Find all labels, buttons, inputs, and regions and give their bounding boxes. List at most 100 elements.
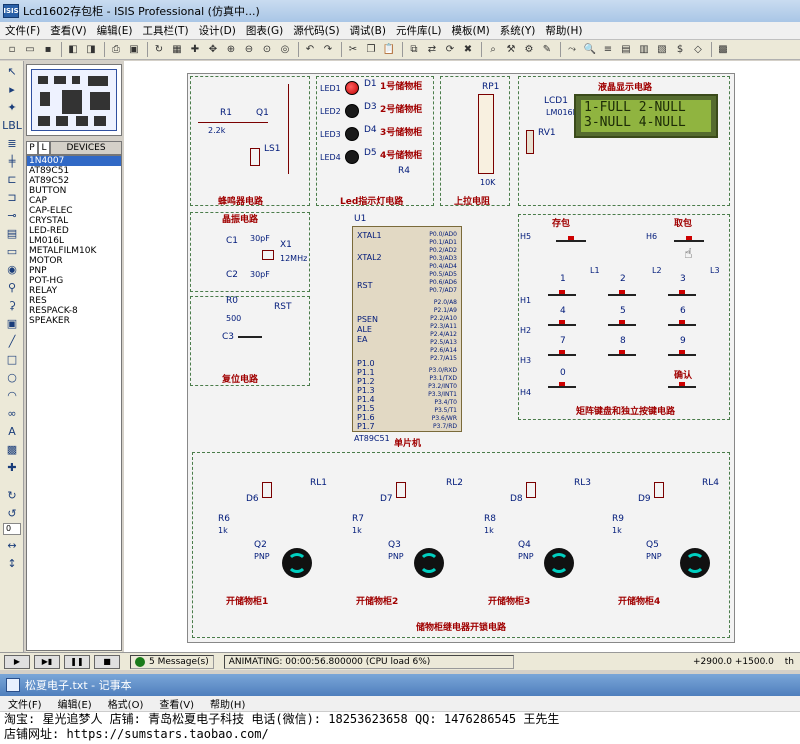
undo-icon[interactable]: ↶ xyxy=(305,44,315,55)
take-button[interactable] xyxy=(674,236,704,250)
menu-edit[interactable]: 编辑(E) xyxy=(96,25,133,37)
device-item[interactable]: PNP xyxy=(29,266,47,276)
keypad-button[interactable] xyxy=(668,350,696,364)
component-mode-icon[interactable]: ▸ xyxy=(9,82,15,96)
marker-icon[interactable]: ✚ xyxy=(7,460,17,474)
menu-graph[interactable]: 图表(G) xyxy=(245,25,284,37)
device-item[interactable]: CAP-ELEC xyxy=(29,206,73,216)
mirror-horizontal-icon[interactable]: ↔ xyxy=(7,538,17,552)
menu-design[interactable]: 设计(D) xyxy=(198,25,236,37)
device-item[interactable]: RELAY xyxy=(29,286,58,296)
device-item[interactable]: SPEAKER xyxy=(29,316,70,326)
messages-indicator[interactable]: 5 Message(s) xyxy=(130,654,214,669)
library-manager-button[interactable]: L xyxy=(38,141,50,155)
zoom-in-icon[interactable]: ⊕ xyxy=(226,44,236,55)
ares-icon[interactable]: ▩ xyxy=(718,44,728,55)
search-tag-icon[interactable]: 🔍 xyxy=(583,44,597,55)
graph-icon[interactable]: ▤ xyxy=(6,226,18,240)
menu-file[interactable]: 文件(F) xyxy=(5,25,41,37)
bill-of-materials-icon[interactable]: $ xyxy=(676,44,684,55)
redo-icon[interactable]: ↷ xyxy=(323,44,333,55)
box-icon[interactable]: □ xyxy=(6,352,18,366)
package-tool-icon[interactable]: ⚙ xyxy=(524,44,534,55)
grid-icon[interactable]: ▦ xyxy=(172,44,182,55)
menu-help[interactable]: 帮助(H) xyxy=(545,25,583,37)
keypad-button[interactable] xyxy=(668,290,696,304)
overview-viewport[interactable] xyxy=(31,69,117,131)
symbol-icon[interactable]: ▩ xyxy=(6,442,18,456)
remove-sheet-icon[interactable]: ▥ xyxy=(639,44,649,55)
notepad-menu-file[interactable]: 文件(F) xyxy=(8,700,42,711)
device-item[interactable]: MOTOR xyxy=(29,256,63,266)
netlist-icon[interactable]: ◇ xyxy=(694,44,702,55)
keypad-button[interactable] xyxy=(668,320,696,334)
print-area-icon[interactable]: ▣ xyxy=(129,44,139,55)
menu-debug[interactable]: 调试(B) xyxy=(349,25,386,37)
notepad-menu-edit[interactable]: 编辑(E) xyxy=(57,700,92,711)
import-icon[interactable]: ◧ xyxy=(68,44,78,55)
print-icon[interactable]: ⎙ xyxy=(112,44,120,55)
device-item[interactable]: RES xyxy=(29,296,47,306)
device-item[interactable]: LED-RED xyxy=(29,226,69,236)
keypad-button[interactable] xyxy=(548,382,576,396)
device-pin-icon[interactable]: ⊸ xyxy=(7,208,17,222)
block-move-icon[interactable]: ⇄ xyxy=(427,44,437,55)
rotation-value[interactable]: 0 xyxy=(3,523,21,535)
device-item[interactable]: AT89C52 xyxy=(29,176,70,186)
overview-window[interactable] xyxy=(26,64,122,136)
device-item[interactable]: BUTTON xyxy=(29,186,67,196)
rotate-ccw-icon[interactable]: ↺ xyxy=(7,506,17,520)
menu-source[interactable]: 源代码(S) xyxy=(293,25,340,37)
keypad-button[interactable] xyxy=(608,290,636,304)
terminal-icon[interactable]: ⊐ xyxy=(7,190,17,204)
path-icon[interactable]: ∞ xyxy=(7,406,17,420)
menu-toolbar[interactable]: 工具栏(T) xyxy=(142,25,189,37)
play-button[interactable]: ▶ xyxy=(4,654,30,669)
zoom-all-icon[interactable]: ⊙ xyxy=(262,44,272,55)
reset-button[interactable] xyxy=(238,336,262,346)
circle-icon[interactable]: ○ xyxy=(7,370,17,384)
voltage-probe-icon[interactable]: ⚲ xyxy=(7,280,17,294)
block-copy-icon[interactable]: ⧉ xyxy=(410,44,418,55)
decompose-icon[interactable]: ✎ xyxy=(542,44,552,55)
text-icon[interactable]: A xyxy=(8,424,16,438)
block-delete-icon[interactable]: ✖ xyxy=(463,44,473,55)
bus-icon[interactable]: ╪ xyxy=(8,154,16,168)
wire-label-icon[interactable]: LBL xyxy=(2,118,22,132)
confirm-button[interactable] xyxy=(668,382,696,396)
origin-icon[interactable]: ✚ xyxy=(190,44,200,55)
save-icon[interactable]: ▪ xyxy=(44,44,52,55)
device-item[interactable]: 1N4007 xyxy=(27,156,121,166)
device-item[interactable]: RESPACK-8 xyxy=(29,306,78,316)
open-folder-icon[interactable]: ▭ xyxy=(25,44,35,55)
export-icon[interactable]: ◨ xyxy=(86,44,96,55)
notepad-menu-format[interactable]: 格式(O) xyxy=(107,700,144,711)
step-button[interactable]: ▶▮ xyxy=(34,654,60,669)
device-item[interactable]: METALFILM10K xyxy=(29,246,97,256)
notepad-text-area[interactable]: 淘宝: 星光追梦人 店铺: 青岛松夏电子科技 电话(微信): 182536236… xyxy=(0,712,800,744)
new-sheet-icon[interactable]: ▤ xyxy=(621,44,631,55)
rotate-cw-icon[interactable]: ↻ xyxy=(7,488,17,502)
device-item[interactable]: AT89C51 xyxy=(29,166,70,176)
pause-button[interactable]: ❚❚ xyxy=(64,654,90,669)
arc-icon[interactable]: ◠ xyxy=(7,388,17,402)
store-button[interactable] xyxy=(556,236,586,250)
schematic-canvas[interactable]: R1 2.2k Q1 LS1 蜂鸣器电路 LED1 LED2 LED3 LED4… xyxy=(124,61,800,652)
stop-button[interactable]: ■ xyxy=(94,654,120,669)
current-probe-icon[interactable]: ⚳ xyxy=(7,298,17,312)
goto-sheet-icon[interactable]: ▧ xyxy=(657,44,667,55)
property-assign-icon[interactable]: ≡ xyxy=(603,44,613,55)
refresh-icon[interactable]: ↻ xyxy=(154,44,164,55)
wire-autorouter-icon[interactable]: ⤳ xyxy=(568,44,576,55)
copy-icon[interactable]: ❐ xyxy=(366,44,376,55)
pan-icon[interactable]: ✥ xyxy=(208,44,218,55)
generator-icon[interactable]: ◉ xyxy=(7,262,17,276)
keypad-button[interactable] xyxy=(548,350,576,364)
zoom-area-icon[interactable]: ◎ xyxy=(280,44,290,55)
block-rotate-icon[interactable]: ⟳ xyxy=(445,44,455,55)
make-device-icon[interactable]: ⚒ xyxy=(506,44,516,55)
selection-mode-icon[interactable]: ↖ xyxy=(7,64,17,78)
pick-device-icon[interactable]: ⌕ xyxy=(490,44,496,55)
subcircuit-icon[interactable]: ⊏ xyxy=(7,172,17,186)
notepad-menu-help[interactable]: 帮助(H) xyxy=(210,700,246,711)
